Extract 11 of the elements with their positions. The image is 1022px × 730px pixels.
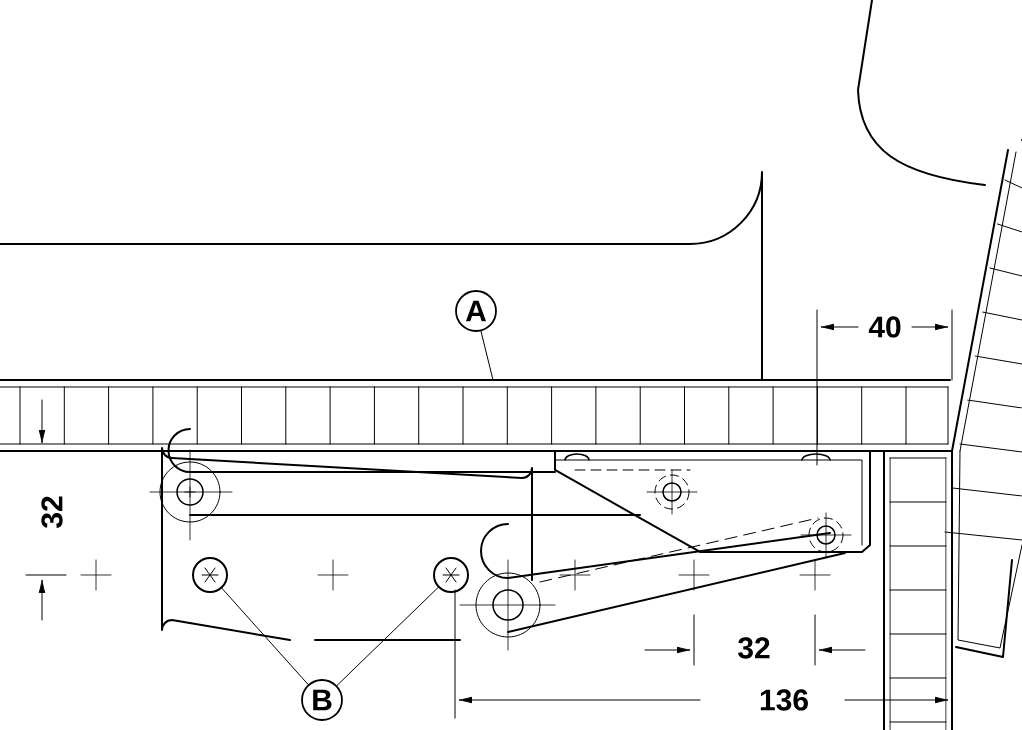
dimension-label: 136 [757,687,812,713]
leader-line [336,587,439,686]
dimension-label: 32 [735,635,773,661]
callout-letter: B [301,679,343,721]
leader-line [480,330,494,381]
leader-line [221,587,309,685]
screw-head [433,557,469,593]
screw-head [192,557,228,593]
dimension-label: 40 [866,314,904,340]
dimension-label: 32 [39,493,65,531]
callout-letter: A [455,290,497,332]
